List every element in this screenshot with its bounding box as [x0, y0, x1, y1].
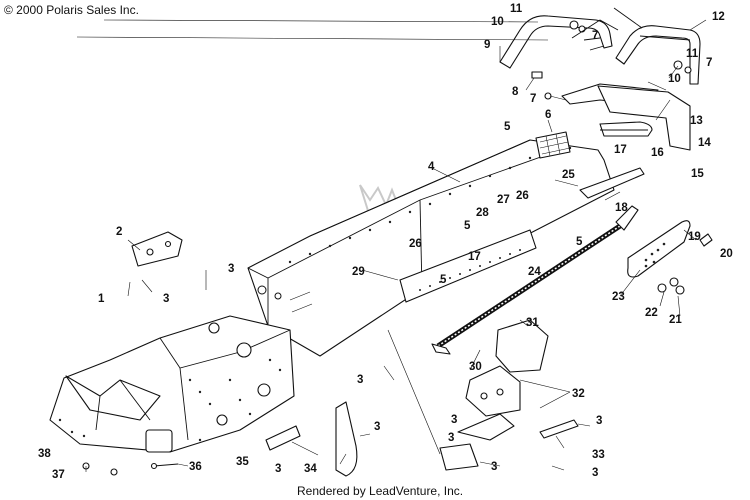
callout-28: 28 — [476, 207, 489, 219]
callout-5b: 5 — [464, 220, 471, 232]
callout-24: 24 — [528, 266, 541, 278]
callout-11a: 11 — [510, 3, 523, 15]
callout-3e: 3 — [448, 432, 454, 444]
callout-17a: 17 — [614, 144, 627, 156]
rear-flap — [627, 220, 713, 295]
handle-hardware — [531, 7, 692, 100]
callout-26b: 26 — [409, 238, 422, 250]
callout-29: 29 — [352, 266, 365, 278]
mesh-panel — [535, 131, 571, 159]
callout-7a: 7 — [592, 30, 598, 42]
callout-21: 21 — [669, 314, 682, 326]
callout-9: 9 — [484, 39, 490, 51]
callout-5c: 5 — [576, 236, 583, 248]
callout-3c: 3 — [357, 374, 363, 386]
handle-bar-right — [615, 25, 701, 85]
callout-3h: 3 — [491, 461, 497, 473]
callout-11b: 11 — [686, 48, 699, 60]
callout-35: 35 — [236, 456, 249, 468]
coolant-strip — [431, 205, 639, 355]
callout-5a: 5 — [504, 121, 511, 133]
leader-lines — [76, 19, 707, 472]
nuts-37 — [82, 462, 118, 476]
clip-33 — [539, 419, 579, 439]
pin-36 — [150, 462, 179, 470]
callout-22: 22 — [645, 307, 658, 319]
lower-bracket-assembly — [439, 319, 549, 471]
callout-37: 37 — [52, 469, 65, 481]
callout-13: 13 — [690, 115, 703, 127]
callout-3g: 3 — [374, 421, 380, 433]
front-frame — [49, 315, 295, 453]
callout-25: 25 — [562, 169, 575, 181]
callout-labels: 11 10 7 9 12 11 10 7 8 7 13 14 5 6 16 17… — [38, 3, 733, 481]
tunnel — [247, 139, 615, 357]
handle-bar-left — [499, 15, 613, 69]
callout-33: 33 — [592, 449, 605, 461]
callout-15: 15 — [691, 168, 704, 180]
running-board — [399, 229, 537, 303]
callout-7c: 7 — [530, 93, 536, 105]
callout-23: 23 — [612, 291, 625, 303]
bracket-2 — [131, 231, 183, 267]
callout-3d: 3 — [451, 414, 457, 426]
callout-19: 19 — [688, 231, 701, 243]
callout-4: 4 — [428, 161, 435, 173]
footer-credit: Rendered by LeadVenture, Inc. — [297, 484, 464, 498]
callout-3b: 3 — [163, 293, 169, 305]
rear-bracket-assembly — [561, 83, 691, 151]
callout-27: 27 — [497, 194, 510, 206]
callout-36: 36 — [189, 461, 202, 473]
callout-26a: 26 — [516, 190, 529, 202]
callout-1: 1 — [98, 293, 105, 305]
callout-10b: 10 — [668, 73, 681, 85]
callout-2: 2 — [116, 226, 122, 238]
callout-20: 20 — [720, 248, 733, 260]
rail — [579, 167, 645, 199]
copyright-text: © 2000 Polaris Sales Inc. — [4, 3, 139, 17]
callout-38: 38 — [38, 448, 51, 460]
callout-3f: 3 — [596, 415, 602, 427]
callout-17b: 17 — [468, 251, 481, 263]
callout-14: 14 — [698, 137, 711, 149]
callout-3i: 3 — [592, 467, 598, 479]
bracket-35 — [265, 425, 301, 451]
callout-6: 6 — [545, 109, 551, 121]
callout-7b: 7 — [706, 57, 712, 69]
callout-34: 34 — [304, 463, 317, 475]
callout-8: 8 — [512, 86, 519, 98]
callout-31: 31 — [526, 317, 539, 329]
support-34 — [335, 401, 358, 477]
callout-12: 12 — [712, 11, 725, 23]
callout-3a: 3 — [228, 263, 234, 275]
callout-16: 16 — [651, 147, 664, 159]
callout-30: 30 — [469, 361, 482, 373]
callout-5d: 5 — [440, 274, 447, 286]
callout-18: 18 — [615, 202, 628, 214]
callout-3j: 3 — [275, 463, 281, 475]
callout-32: 32 — [572, 388, 585, 400]
callout-10a: 10 — [491, 16, 504, 28]
